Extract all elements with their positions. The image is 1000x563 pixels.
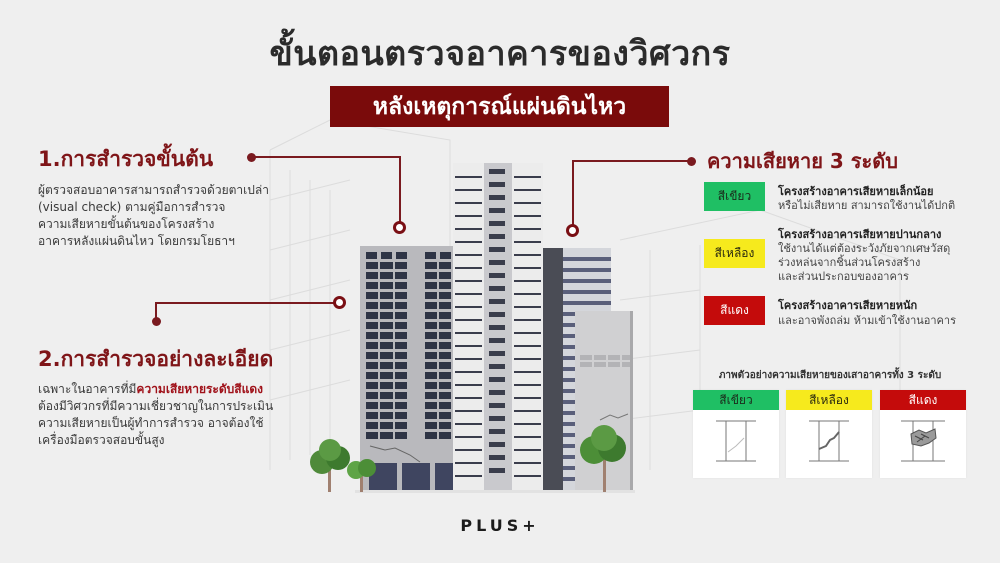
desc-line: และส่วนประกอบของอาคาร — [778, 270, 909, 283]
building-illustration — [310, 163, 635, 493]
connector-ring — [566, 224, 579, 237]
column-diagonal-crack-icon — [809, 420, 849, 462]
connector-line — [572, 160, 574, 226]
sample-label: สีเหลือง — [786, 390, 872, 410]
level-green-title: โครงสร้างอาคารเสียหายเล็กน้อย — [778, 185, 934, 198]
connector-dot — [687, 157, 696, 166]
section2-body: เฉพาะในอาคารที่มีความเสียหายระดับสีแดง ต… — [38, 381, 273, 449]
section1-body: ผู้ตรวจสอบอาคารสามารถสำรวจด้วยตาเปล่า (v… — [38, 182, 269, 250]
section2-line: ต้องมีวิศวกรที่มีความเชี่ยวชาญในการประเม… — [38, 399, 274, 413]
level-yellow-desc: ใช้งานได้แต่ต้องระวังภัยจากเศษวัสดุ ร่วง… — [778, 242, 950, 284]
section1-line: (visual check) ตามคู่มือการสำรวจ — [38, 200, 226, 214]
connector-line — [251, 156, 401, 158]
column-crushed-icon — [901, 420, 945, 462]
sample-label: สีเขียว — [693, 390, 779, 410]
desc-line: ร่วงหล่นจากชิ้นส่วนโครงสร้าง — [778, 256, 921, 269]
badge-green: สีเขียว — [704, 182, 765, 211]
section2-line: ความเสียหายเป็นผู้ทำการสำรวจ อาจต้องใช้ — [38, 416, 264, 430]
section1-line: ผู้ตรวจสอบอาคารสามารถสำรวจด้วยตาเปล่า — [38, 183, 269, 197]
section1-line: ความเสียหายขั้นต้นของโครงสร้าง — [38, 217, 215, 231]
section2-line-prefix: เฉพาะในอาคารที่มี — [38, 382, 137, 396]
badge-yellow: สีเหลือง — [704, 239, 765, 268]
section2-line: เครื่องมือตรวจสอบขั้นสูง — [38, 433, 165, 447]
connector-line — [399, 156, 401, 222]
level-green-desc: หรือไม่เสียหาย สามารถใช้งานได้ปกติ — [778, 199, 956, 212]
level-red-desc: และอาจพังถล่ม ห้ามเข้าใช้งานอาคาร — [778, 314, 957, 327]
tree-icon — [580, 425, 626, 492]
section1-heading: 1.การสำรวจขั้นต้น — [38, 147, 214, 171]
samples-caption: ภาพตัวอย่างความเสียหายของเสาอาคารทั้ง 3 … — [718, 370, 942, 381]
levels-heading: ความเสียหาย 3 ระดับ — [707, 149, 898, 173]
connector-line — [155, 302, 157, 320]
sample-label: สีแดง — [880, 390, 966, 410]
badge-red: สีแดง — [704, 296, 765, 325]
tree-icon — [310, 439, 376, 492]
sample-card-green: สีเขียว — [693, 390, 779, 478]
connector-line — [155, 302, 335, 304]
section1-line: อาคารหลังแผ่นดินไหว โดยกรมโยธาฯ — [38, 234, 235, 248]
connector-line — [572, 160, 690, 162]
page-title: ขั้นตอนตรวจอาคารของวิศวกร — [269, 34, 731, 74]
subtitle-banner: หลังเหตุการณ์แผ่นดินไหว — [330, 86, 669, 127]
sample-card-red: สีแดง — [880, 390, 966, 478]
connector-ring — [393, 221, 406, 234]
connector-ring — [333, 296, 346, 309]
column-hairline-crack-icon — [716, 420, 756, 462]
level-yellow-title: โครงสร้างอาคารเสียหายปานกลาง — [778, 228, 942, 241]
desc-line: ใช้งานได้แต่ต้องระวังภัยจากเศษวัสดุ — [778, 242, 951, 255]
sample-card-yellow: สีเหลือง — [786, 390, 872, 478]
level-red-title: โครงสร้างอาคารเสียหายหนัก — [778, 299, 918, 312]
connector-dot — [152, 317, 161, 326]
plus-logo: PLUS+ — [460, 516, 540, 535]
section2-heading: 2.การสำรวจอย่างละเอียด — [38, 347, 274, 371]
section2-highlight: ความเสียหายระดับสีแดง — [136, 382, 263, 396]
